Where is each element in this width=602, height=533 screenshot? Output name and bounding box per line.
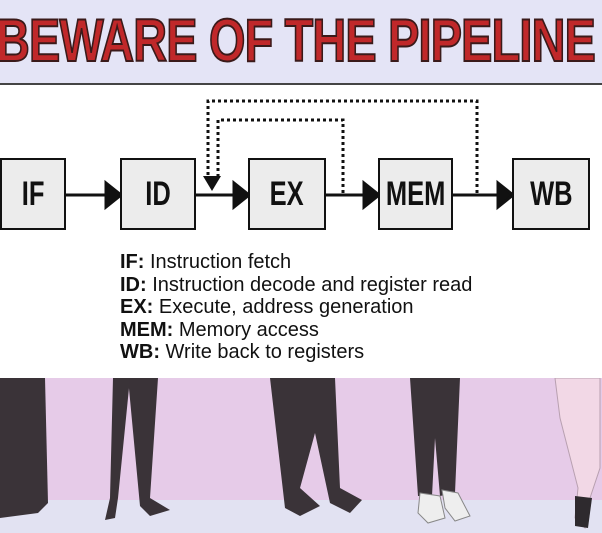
meme-title: BEWARE OF THE PIPELINE (0, 6, 597, 75)
arrowhead (104, 179, 124, 211)
legend: IF: Instruction fetch ID: Instruction de… (120, 251, 472, 364)
arrowhead (362, 179, 382, 211)
legend-item: MEM: Memory access (120, 318, 319, 341)
arrowhead (232, 179, 252, 211)
legend-item: ID: Instruction decode and register read (120, 273, 473, 296)
legs-illustration (0, 378, 602, 533)
pipeline-arrows (66, 99, 516, 211)
forwarding-path-ex (216, 118, 345, 193)
stage-wb: WB (512, 158, 590, 230)
stage-id: ID (120, 158, 196, 230)
stage-mem: MEM (378, 158, 453, 230)
legend-item: IF: Instruction fetch (120, 251, 292, 273)
forwarding-arrowhead (203, 176, 221, 191)
legend-item: EX: Execute, address generation (120, 296, 414, 318)
legend-item: WB: Write back to registers (120, 341, 365, 363)
title-banner: BEWARE OF THE PIPELINE (0, 0, 602, 85)
stage-if: IF (0, 158, 66, 230)
stage-ex: EX (248, 158, 326, 230)
arrowhead (496, 179, 516, 211)
